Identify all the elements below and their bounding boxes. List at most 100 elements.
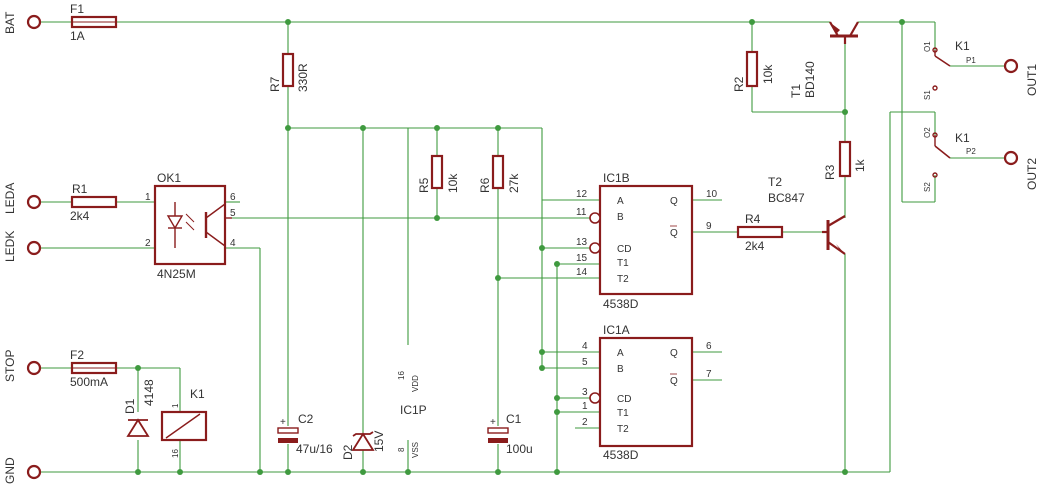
svg-text:6: 6: [230, 192, 236, 203]
svg-text:R1: R1: [72, 182, 88, 196]
svg-text:T2: T2: [617, 274, 629, 285]
svg-text:15V: 15V: [372, 431, 386, 452]
terminal-leda[interactable]: LEDA: [3, 183, 42, 214]
svg-text:1k: 1k: [853, 158, 867, 172]
capacitor-c1: + C1 100u: [487, 412, 533, 456]
terminal-gnd[interactable]: GND: [3, 457, 42, 484]
resistor-r2: R2 10k: [732, 50, 775, 92]
fuse-f2: F2 500mA: [70, 348, 118, 389]
svg-text:1: 1: [582, 401, 588, 412]
svg-text:Q: Q: [670, 376, 678, 387]
svg-text:F1: F1: [70, 2, 84, 16]
svg-text:5: 5: [230, 208, 236, 219]
svg-text:Q: Q: [670, 228, 678, 239]
svg-text:500mA: 500mA: [70, 375, 108, 389]
svg-text:K1: K1: [955, 39, 970, 53]
transistor-t2: T2 BC847: [768, 175, 846, 255]
ic1p-power: 16 VDD IC1P 8 VSS: [397, 371, 427, 458]
svg-text:P2: P2: [966, 147, 976, 156]
svg-text:D1: D1: [123, 398, 137, 414]
svg-text:12: 12: [576, 189, 588, 200]
svg-text:B: B: [617, 364, 624, 375]
svg-text:A: A: [617, 348, 624, 359]
svg-text:P1: P1: [966, 56, 976, 65]
relay-contact-2: O2 S2 P2 K1: [923, 127, 976, 192]
svg-text:S1: S1: [923, 90, 932, 100]
svg-text:K1: K1: [190, 387, 205, 401]
svg-text:T2: T2: [768, 175, 782, 189]
svg-text:OK1: OK1: [157, 171, 181, 185]
svg-text:2: 2: [582, 417, 588, 428]
terminal-ledk[interactable]: LEDK: [3, 231, 42, 262]
svg-text:8: 8: [397, 447, 406, 452]
svg-text:47u/16: 47u/16: [296, 442, 333, 456]
svg-text:10k: 10k: [761, 64, 775, 84]
optocoupler-ok1: OK1 4N25M 1 2 6 5 4: [145, 171, 236, 281]
svg-text:27k: 27k: [507, 173, 521, 193]
svg-text:BD140: BD140: [803, 61, 817, 98]
svg-text:O1: O1: [923, 41, 932, 52]
svg-text:4538D: 4538D: [603, 448, 639, 462]
svg-text:4: 4: [582, 341, 588, 352]
svg-text:CD: CD: [617, 394, 631, 405]
svg-text:S2: S2: [923, 182, 932, 192]
svg-text:6: 6: [706, 341, 712, 352]
svg-text:14: 14: [576, 267, 588, 278]
svg-text:CD: CD: [617, 244, 631, 255]
svg-text:A: A: [617, 196, 624, 207]
svg-text:7: 7: [706, 369, 712, 380]
terminal-out1[interactable]: OUT1: [1003, 58, 1039, 96]
resistor-r4: R4 2k4: [736, 212, 784, 253]
svg-text:Q: Q: [670, 348, 678, 359]
svg-text:+: +: [490, 417, 496, 428]
svg-text:2k4: 2k4: [745, 239, 765, 253]
svg-text:IC1B: IC1B: [603, 171, 630, 185]
terminal-bat[interactable]: BAT: [3, 11, 42, 34]
svg-text:R2: R2: [732, 76, 746, 92]
svg-text:IC1A: IC1A: [603, 323, 630, 337]
svg-text:9: 9: [706, 221, 712, 232]
resistor-r6: R6 27k: [478, 154, 521, 193]
svg-text:4: 4: [230, 238, 236, 249]
svg-text:BC847: BC847: [768, 191, 805, 205]
fuse-f1: F1 1A: [70, 2, 118, 43]
svg-text:330R: 330R: [296, 63, 310, 92]
svg-text:T1: T1: [617, 258, 629, 269]
svg-text:4538D: 4538D: [603, 297, 639, 311]
wires: [40, 21, 1005, 473]
resistor-r7: R7 330R: [268, 52, 310, 92]
resistor-r3: R3 1k: [823, 140, 867, 180]
svg-text:STOP: STOP: [3, 350, 17, 382]
ic1a: IC1A 4538D A B CD T1 T2 Q Q 4 5 3 1 2 6 …: [582, 323, 712, 462]
svg-text:T1: T1: [789, 84, 803, 98]
svg-text:C1: C1: [506, 412, 522, 426]
svg-text:BAT: BAT: [3, 11, 17, 34]
svg-text:5: 5: [582, 357, 588, 368]
svg-text:R6: R6: [478, 177, 492, 193]
svg-text:R5: R5: [417, 177, 431, 193]
svg-text:C2: C2: [298, 412, 314, 426]
svg-text:K1: K1: [955, 131, 970, 145]
svg-text:4N25M: 4N25M: [157, 267, 196, 281]
svg-text:4148: 4148: [142, 379, 156, 406]
svg-text:OUT2: OUT2: [1025, 158, 1039, 190]
svg-text:15: 15: [576, 253, 588, 264]
ic1b: IC1B 4538D A B CD T1 T2 Q Q 12 11 13 15 …: [576, 171, 718, 311]
svg-text:Q: Q: [670, 196, 678, 207]
svg-text:1A: 1A: [70, 29, 85, 43]
svg-text:R7: R7: [268, 76, 282, 92]
diode-d1: D1 4148: [123, 379, 156, 437]
terminal-stop[interactable]: STOP: [3, 350, 42, 382]
resistor-r5: R5 10k: [417, 154, 460, 193]
relay-k1-coil: K1 1 16: [160, 387, 208, 458]
svg-text:IC1P: IC1P: [400, 403, 427, 417]
svg-text:10: 10: [706, 189, 718, 200]
terminal-out2[interactable]: OUT2: [1003, 150, 1039, 190]
resistor-r1: R1 2k4: [70, 182, 118, 223]
svg-text:3: 3: [582, 387, 588, 398]
svg-text:F2: F2: [70, 348, 84, 362]
capacitor-c2: + C2 47u/16: [277, 412, 333, 456]
transistor-t1: T1 BD140: [789, 21, 859, 98]
svg-text:2: 2: [145, 238, 151, 249]
svg-text:O2: O2: [923, 127, 932, 138]
